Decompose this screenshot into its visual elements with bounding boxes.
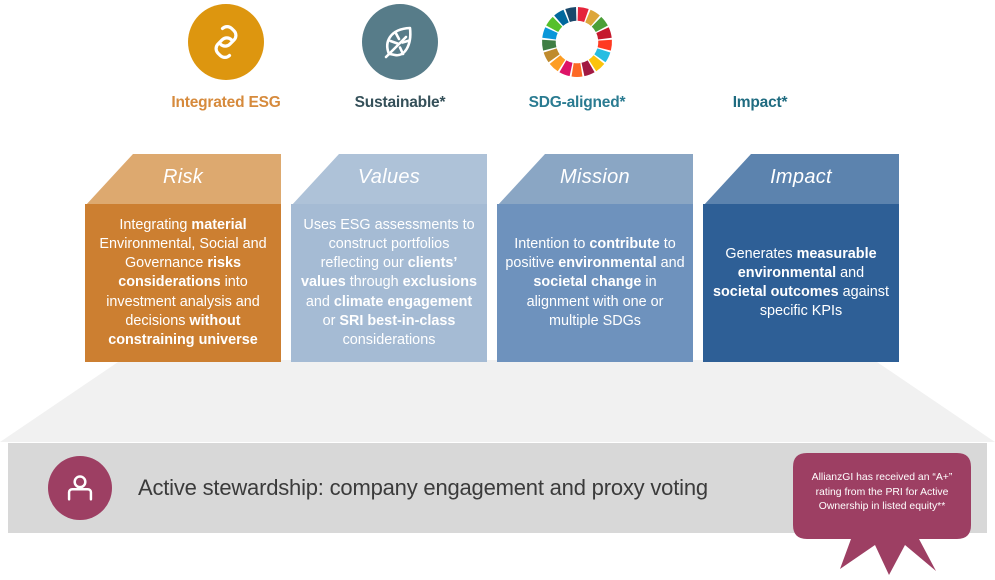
person-icon-svg <box>67 475 93 501</box>
sdg-segment <box>554 9 569 26</box>
pillar-body: Intention to contribute to positive envi… <box>497 204 693 362</box>
pillar-description: Generates measurable environmental and s… <box>713 245 889 320</box>
category-integrated-esg[interactable]: Integrated ESG <box>126 4 326 112</box>
category-label: SDG-aligned* <box>528 94 626 111</box>
sdg-segment <box>597 39 612 51</box>
sdg-segment <box>585 9 600 26</box>
pillar-top-face <box>291 154 487 206</box>
platform-base <box>0 360 995 442</box>
sdg-segment <box>577 7 589 22</box>
pillar-title: Impact <box>770 166 832 188</box>
pillar-values[interactable]: Values Uses ESG assessments to construct… <box>291 152 487 412</box>
sdg-segment <box>588 55 605 72</box>
category-icon-row: Integrated ESG Sustainable* SDG-align <box>0 0 995 135</box>
sdg-segment <box>549 55 566 72</box>
pillar-top-face <box>85 154 281 206</box>
stewardship-text: Active stewardship: company engagement a… <box>138 475 708 500</box>
pillar-body: Integrating material Environmental, Soci… <box>85 204 281 362</box>
impact-icon <box>722 4 798 80</box>
sdg-segment <box>543 48 560 63</box>
category-label: Integrated ESG <box>171 94 281 111</box>
badge-shape <box>793 453 971 575</box>
link-chain-icon-svg <box>214 25 238 59</box>
sdg-segment <box>594 48 611 63</box>
sdg-segment <box>591 16 608 32</box>
pillar-body: Generates measurable environmental and s… <box>703 204 899 362</box>
leaf-icon-svg <box>384 26 412 59</box>
sdg-segment <box>596 27 612 40</box>
category-label: Impact* <box>732 94 788 111</box>
pillar-body: Uses ESG assessments to construct portfo… <box>291 204 487 362</box>
badge-line: rating from the PRI for Active <box>815 486 949 498</box>
link-chain-icon <box>188 4 264 80</box>
category-impact[interactable]: Impact* <box>660 4 860 112</box>
pillar-columns: Risk Integrating material Environmental,… <box>0 152 995 412</box>
category-sustainable[interactable]: Sustainable* <box>300 4 500 112</box>
sdg-wheel-icon-svg <box>542 7 612 77</box>
badge-line: AllianzGI has received an “A+” <box>811 472 953 483</box>
pillar-impact[interactable]: Impact Generates measurable environmenta… <box>703 152 899 412</box>
category-sdg-aligned[interactable]: SDG-aligned* <box>477 4 677 112</box>
sdg-segment <box>559 60 573 77</box>
pillar-title: Risk <box>162 166 204 188</box>
platform-top-face <box>0 360 995 442</box>
sdg-segment <box>571 63 583 77</box>
pillar-top-face <box>497 154 693 206</box>
pillar-title: Mission <box>560 166 630 188</box>
sdg-segment <box>581 60 595 77</box>
leaf-icon <box>362 4 438 80</box>
pillar-description: Integrating material Environmental, Soci… <box>99 216 267 348</box>
pri-rating-badge[interactable]: AllianzGI has received an “A+” rating fr… <box>793 453 971 575</box>
pillar-mission[interactable]: Mission Intention to contribute to posit… <box>497 152 693 412</box>
category-label: Sustainable* <box>354 94 446 111</box>
pillar-description: Intention to contribute to positive envi… <box>505 235 685 329</box>
sdg-segment <box>565 7 577 22</box>
sdg-wheel-icon <box>539 4 615 80</box>
pillar-title: Values <box>357 166 421 188</box>
person-icon <box>48 456 112 520</box>
sdg-segment <box>542 27 558 40</box>
badge-text: AllianzGI has received an “A+” rating fr… <box>793 471 971 515</box>
badge-line: Ownership in listed equity** <box>818 501 946 512</box>
pillar-description: Uses ESG assessments to construct portfo… <box>300 216 477 348</box>
pillar-top-face <box>703 154 899 206</box>
pillar-risk[interactable]: Risk Integrating material Environmental,… <box>85 152 281 412</box>
sdg-segment <box>546 16 563 32</box>
sdg-segment <box>542 39 557 51</box>
